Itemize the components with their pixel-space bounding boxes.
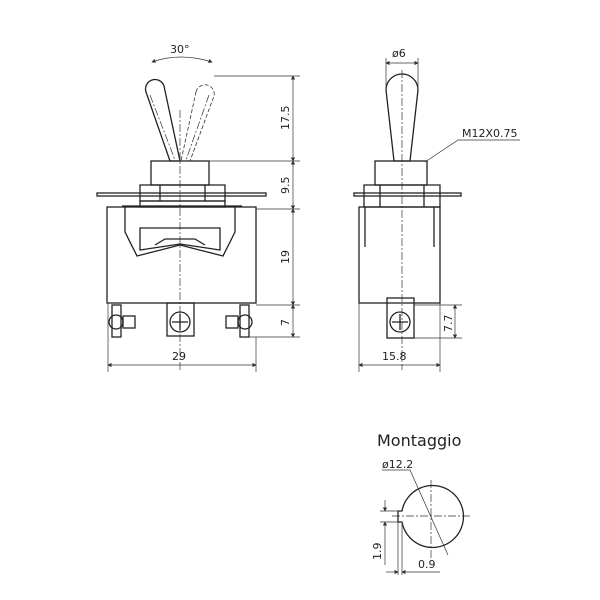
- body: [358, 206, 441, 304]
- hole-diameter: ø12.2: [382, 458, 413, 471]
- front-view: 30° 17.5 9.5 19 7 29: [96, 43, 300, 372]
- dim-lever-height: 17.5: [279, 106, 292, 131]
- screw-terminal: [386, 297, 415, 339]
- screw-terminals: [108, 302, 253, 338]
- bushing: [374, 160, 428, 186]
- lever-diameter: ø6: [392, 47, 406, 60]
- side-view: ø6 M12X0.75 7.7 15.8: [353, 47, 520, 372]
- mounting-plate: [96, 192, 267, 197]
- mounting-plate: [353, 192, 462, 197]
- mounting-hole: [397, 484, 465, 549]
- front-dimensions: 17.5 9.5 19 7 29: [107, 75, 300, 372]
- dim-terminal-height: 7.7: [442, 315, 455, 333]
- lever: [144, 78, 181, 162]
- angle-label: 30°: [170, 43, 190, 56]
- dim-body-height: 19: [279, 250, 292, 264]
- dim-width: 15.8: [382, 350, 407, 363]
- dim-bushing-height: 9.5: [279, 177, 292, 195]
- lever-alt-position: [180, 84, 215, 162]
- thread-label: M12X0.75: [462, 127, 518, 140]
- body: [106, 206, 257, 304]
- key-depth: 0.9: [418, 558, 436, 571]
- key-height: 1.9: [371, 543, 384, 561]
- mounting-title: Montaggio: [377, 431, 461, 450]
- lever: [385, 73, 419, 162]
- dim-width: 29: [172, 350, 186, 363]
- dim-terminal-height: 7: [279, 319, 292, 326]
- side-dimensions: 7.7 15.8: [358, 303, 462, 372]
- mounting-detail: Montaggio ø12.2 1.9 0.9: [371, 431, 470, 575]
